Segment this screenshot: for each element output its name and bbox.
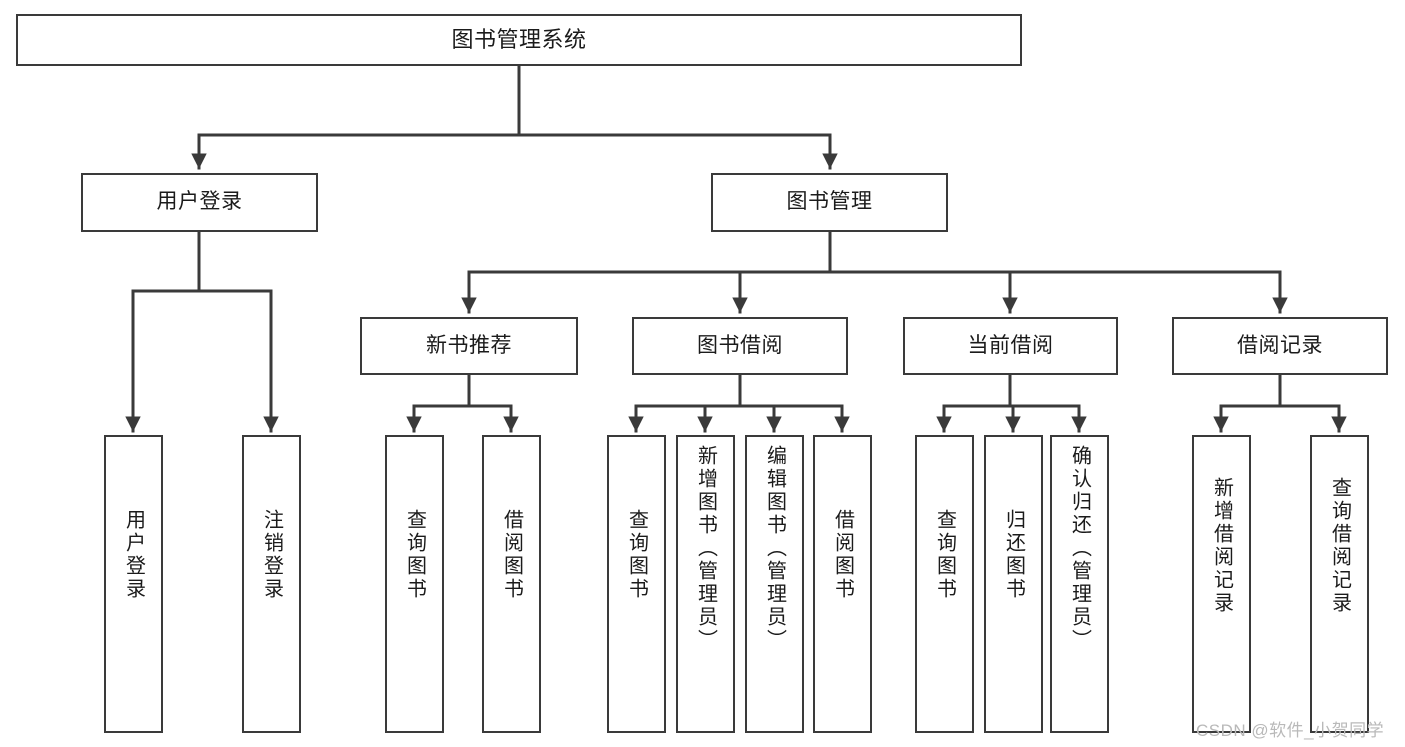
leaf-borrow-book-1[interactable]: 借阅图书 xyxy=(482,435,541,733)
watermark: CSDN @软件_小贺同学 xyxy=(1196,721,1385,740)
node-new-book-recommend[interactable]: 新书推荐 xyxy=(360,317,578,375)
leaf-borrow-book-1-label: 借阅图书 xyxy=(500,509,523,601)
node-root[interactable]: 图书管理系统 xyxy=(16,14,1022,66)
leaf-user-login-label: 用户登录 xyxy=(122,509,145,601)
node-book-borrow-label: 图书借阅 xyxy=(697,333,783,357)
leaf-borrow-book-2-label: 借阅图书 xyxy=(831,509,854,601)
leaf-query-book-1-label: 查询图书 xyxy=(403,509,426,601)
leaf-edit-book-label: 编辑图书（管理员） xyxy=(763,445,786,652)
node-book-manage-label: 图书管理 xyxy=(786,190,873,214)
leaf-add-record[interactable]: 新增借阅记录 xyxy=(1192,435,1251,733)
leaf-query-book-2-label: 查询图书 xyxy=(625,509,648,601)
leaf-return-book-label: 归还图书 xyxy=(1002,509,1025,601)
leaf-confirm-return[interactable]: 确认归还（管理员） xyxy=(1050,435,1109,733)
leaf-query-book-3-label: 查询图书 xyxy=(933,509,956,601)
leaf-query-record[interactable]: 查询借阅记录 xyxy=(1310,435,1369,733)
leaf-logout-label: 注销登录 xyxy=(260,509,283,601)
leaf-return-book[interactable]: 归还图书 xyxy=(984,435,1043,733)
node-book-borrow[interactable]: 图书借阅 xyxy=(632,317,848,375)
node-current-borrow-label: 当前借阅 xyxy=(967,333,1054,357)
leaf-add-record-label: 新增借阅记录 xyxy=(1210,477,1233,615)
leaf-add-book-label: 新增图书（管理员） xyxy=(694,445,717,652)
leaf-user-login[interactable]: 用户登录 xyxy=(104,435,163,733)
leaf-query-record-label: 查询借阅记录 xyxy=(1328,477,1351,615)
node-new-book-recommend-label: 新书推荐 xyxy=(426,333,512,357)
leaf-query-book-1[interactable]: 查询图书 xyxy=(385,435,444,733)
node-borrow-record[interactable]: 借阅记录 xyxy=(1172,317,1388,375)
leaf-edit-book[interactable]: 编辑图书（管理员） xyxy=(745,435,804,733)
node-root-label: 图书管理系统 xyxy=(451,27,587,53)
node-user-login[interactable]: 用户登录 xyxy=(81,173,318,232)
leaf-query-book-3[interactable]: 查询图书 xyxy=(915,435,974,733)
leaf-logout[interactable]: 注销登录 xyxy=(242,435,301,733)
node-book-manage[interactable]: 图书管理 xyxy=(711,173,948,232)
node-current-borrow[interactable]: 当前借阅 xyxy=(903,317,1118,375)
leaf-confirm-return-label: 确认归还（管理员） xyxy=(1068,445,1091,652)
leaf-add-book[interactable]: 新增图书（管理员） xyxy=(676,435,735,733)
leaf-borrow-book-2[interactable]: 借阅图书 xyxy=(813,435,872,733)
node-user-login-label: 用户登录 xyxy=(156,190,243,214)
node-borrow-record-label: 借阅记录 xyxy=(1237,333,1323,357)
leaf-query-book-2[interactable]: 查询图书 xyxy=(607,435,666,733)
